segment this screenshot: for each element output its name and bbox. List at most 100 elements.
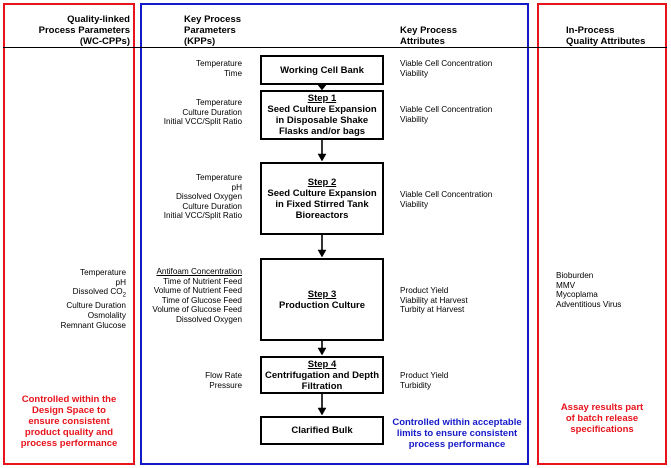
kpp-item: Time of Nutrient Feed	[163, 276, 242, 286]
kpp-item: Volume of Nutrient Feed	[153, 286, 242, 296]
header-wc-cpps-line1: Quality-linked	[67, 14, 130, 25]
kpas-step-3: Product Yield Viability at Harvest Turbi…	[400, 286, 525, 315]
kpas-step-4: Product Yield Turbidity	[400, 371, 525, 390]
arrowhead-step4-to-bulk	[317, 407, 327, 416]
kpa-item: Viability	[400, 68, 429, 78]
header-iqa-line2: Quality Attributes	[566, 36, 646, 47]
wc-cpps-frame	[3, 3, 135, 465]
iqa-item: Adventitious Virus	[556, 299, 622, 309]
kpp-item: Temperature	[196, 98, 242, 107]
kpp-item: Time of Glucose Feed	[161, 295, 242, 305]
note-line: Controlled within the	[21, 394, 117, 405]
note-line: Design Space to	[32, 405, 106, 416]
kpas-step-1: Viable Cell Concentration Viability	[400, 105, 525, 124]
box-title-line: Filtration	[301, 380, 343, 392]
iqa-item: Mycoplama	[556, 290, 598, 300]
arrowhead-wcb-to-step1	[317, 84, 327, 91]
kpps-working-cell-bank: Temperature Time	[146, 59, 242, 78]
kpp-item: Pressure	[209, 380, 242, 390]
box-title-line: Seed Culture Expansion	[267, 187, 377, 199]
step-label: Step 3	[307, 288, 337, 300]
note-line: specifications	[570, 424, 634, 435]
wc-cpp-item: pH	[115, 277, 126, 287]
box-title: Working Cell Bank	[280, 64, 364, 76]
iqa-list: Bioburden MMV Mycoplama Adventitious Vir…	[556, 271, 661, 309]
header-wc-cpps-line3: (WC-CPPs)	[79, 36, 130, 47]
step-label: Step 1	[307, 93, 337, 104]
note-wc-cpps: Controlled within the Design Space to en…	[7, 394, 131, 449]
kpa-item: Viable Cell Concentration	[400, 59, 493, 68]
header-wc-cpps: Quality-linked Process Parameters (WC-CP…	[10, 14, 130, 47]
box-title-line: Centrifugation and Depth	[265, 369, 379, 381]
kpa-item: Viability	[400, 199, 429, 209]
step-4-box: Step 4 Centrifugation and Depth Filtrati…	[260, 356, 384, 394]
kpps-step-2: Temperature pH Dissolved Oxygen Culture …	[146, 173, 242, 221]
wc-cpp-item: Dissolved CO2	[72, 287, 126, 299]
kpps-step-1: Temperature Culture Duration Initial VCC…	[146, 98, 242, 127]
box-title: Clarified Bulk	[291, 425, 353, 436]
note-line: ensure consistent	[28, 416, 110, 427]
note-kpp-kpa: Controlled within acceptable limits to e…	[388, 417, 526, 450]
note-line: Assay results part	[560, 402, 644, 413]
box-title-line: Bioreactors	[295, 209, 349, 221]
kpa-item: Viable Cell Concentration	[400, 105, 493, 114]
kpa-item: Product Yield	[400, 286, 449, 295]
kpps-step-3: Antifoam Concentration Time of Nutrient …	[146, 267, 242, 325]
step-label: Step 4	[307, 358, 337, 370]
clarified-bulk-box: Clarified Bulk	[260, 416, 384, 445]
arrowhead-step3-to-step4	[317, 347, 327, 356]
wc-cpp-item: Temperature	[80, 268, 126, 277]
note-line: of batch release	[565, 413, 639, 424]
kpp-item: Initial VCC/Split Ratio	[163, 211, 242, 221]
header-divider	[3, 47, 667, 48]
note-line: limits to ensure consistent	[396, 428, 518, 439]
kpp-item: Culture Duration	[182, 201, 242, 211]
kpa-item: Turbity at Harvest	[400, 305, 465, 315]
note-iqa: Assay results part of batch release spec…	[541, 402, 663, 435]
header-kpas-line1: Key Process	[400, 25, 458, 36]
box-title-line: in Disposable Shake	[275, 115, 369, 126]
kpa-item: Product Yield	[400, 371, 449, 380]
box-title-line: Flasks and/or bags	[278, 126, 366, 137]
iqa-frame	[537, 3, 667, 465]
kpp-item: Dissolved Oxygen	[176, 192, 242, 202]
kpp-item: Flow Rate	[205, 371, 242, 380]
box-title-line: Seed Culture Expansion	[267, 104, 377, 115]
arrowhead-step2-to-step3	[317, 249, 327, 258]
iqa-item: MMV	[556, 280, 576, 290]
kpps-step-4: Flow Rate Pressure	[146, 371, 242, 390]
note-line: product quality and	[24, 427, 114, 438]
kpa-item: Viability	[400, 114, 429, 124]
kpas-working-cell-bank: Viable Cell Concentration Viability	[400, 59, 525, 78]
header-kpps-line2: Parameters	[184, 25, 236, 36]
header-kpps-line3: (KPPs)	[184, 36, 216, 47]
note-line: process performance	[20, 438, 118, 449]
box-title-line: Production Culture	[278, 299, 366, 311]
header-wc-cpps-line2: Process Parameters	[38, 25, 130, 36]
kpp-item: Time	[224, 68, 242, 78]
wc-cpp-item: Osmolality	[87, 311, 126, 321]
kpp-item: pH	[231, 182, 242, 192]
step-2-box: Step 2 Seed Culture Expansion in Fixed S…	[260, 162, 384, 235]
header-kpas: Key Process Attributes	[400, 25, 500, 47]
iqa-item: Bioburden	[556, 271, 594, 280]
note-line: Controlled within acceptable	[392, 417, 522, 428]
kpp-kpa-frame	[140, 3, 529, 465]
working-cell-bank-box: Working Cell Bank	[260, 55, 384, 85]
wc-cpp-item: Remnant Glucose	[60, 320, 126, 330]
kpp-item: Temperature	[196, 59, 242, 68]
kpa-item: Viability at Harvest	[400, 295, 468, 305]
step-1-box: Step 1 Seed Culture Expansion in Disposa…	[260, 90, 384, 140]
kpp-item: Temperature	[196, 173, 242, 182]
kpa-item: Turbidity	[400, 380, 432, 390]
header-iqa-line1: In-Process	[566, 25, 615, 36]
kpas-step-2: Viable Cell Concentration Viability	[400, 190, 525, 209]
note-line: process performance	[408, 439, 506, 450]
wc-cpps-list: Temperature pH Dissolved CO2 Culture Dur…	[10, 268, 126, 330]
wc-cpp-item: Culture Duration	[66, 301, 126, 311]
header-iqa: In-Process Quality Attributes	[566, 25, 666, 47]
kpp-item: Antifoam Concentration	[156, 267, 242, 276]
box-title-line: in Fixed Stirred Tank	[275, 198, 369, 210]
step-3-box: Step 3 Production Culture	[260, 258, 384, 341]
